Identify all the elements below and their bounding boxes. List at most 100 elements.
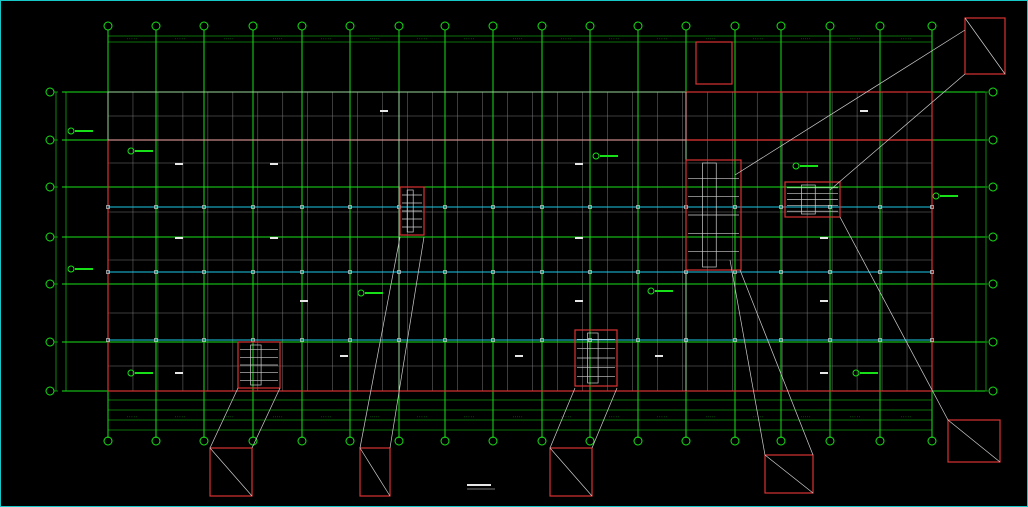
- pipe-node: [300, 205, 304, 209]
- pipe-node: [733, 338, 737, 342]
- dimension-text: ·····: [417, 415, 428, 419]
- core-outline: [399, 186, 425, 236]
- axis-bubble-bottom: [440, 436, 450, 446]
- annotation-mark: [655, 290, 673, 292]
- pipe-node: [779, 205, 783, 209]
- axis-bubble-top: [681, 21, 691, 31]
- axis-bubble-bottom: [927, 436, 937, 446]
- pipe-node: [300, 338, 304, 342]
- room-label-mark: [515, 355, 523, 357]
- room-label-mark: [575, 237, 583, 239]
- dimension-text: ·····: [321, 415, 332, 419]
- pipe-node: [636, 270, 640, 274]
- pipe-node: [636, 338, 640, 342]
- dimension-text: ·····: [417, 37, 428, 41]
- stair-core-center: [399, 186, 425, 236]
- pipe-node: [202, 270, 206, 274]
- annotation-bubble: [792, 162, 800, 170]
- core-outline: [237, 341, 281, 389]
- pipe-node: [491, 270, 495, 274]
- dimension-text: ·····: [753, 37, 764, 41]
- pipe-node: [878, 205, 882, 209]
- axis-bubble-top: [825, 21, 835, 31]
- dimension-text: ·····: [609, 415, 620, 419]
- axis-bubble-top: [730, 21, 740, 31]
- leader-line: [739, 269, 814, 456]
- axis-bubble-bottom: [875, 436, 885, 446]
- dimension-text: ·····: [127, 37, 138, 41]
- leader-line: [829, 73, 966, 191]
- room-label-mark: [175, 237, 183, 239]
- axis-bubble-bottom: [776, 436, 786, 446]
- leader-line: [734, 29, 966, 176]
- stair-core-left: [237, 341, 281, 389]
- core-outline: [784, 181, 841, 218]
- axis-bubble-top: [927, 21, 937, 31]
- pipe-node: [154, 270, 158, 274]
- detail-view-box: [947, 419, 1001, 463]
- pipe-node: [443, 270, 447, 274]
- axis-bubble-right: [988, 386, 998, 396]
- drawing-title-mark: [467, 484, 491, 486]
- annotation-mark: [75, 130, 93, 132]
- pipe-node: [828, 270, 832, 274]
- detail-view-box: [359, 447, 391, 497]
- annotation-bubble: [67, 127, 75, 135]
- pipe-node: [779, 338, 783, 342]
- axis-bubbles: [45, 21, 998, 446]
- pipe-node: [202, 338, 206, 342]
- pipe-node: [684, 338, 688, 342]
- axis-bubble-right: [988, 232, 998, 242]
- annotation-bubble: [357, 289, 365, 297]
- axis-bubble-bottom: [394, 436, 404, 446]
- room-label-mark: [380, 110, 388, 112]
- detail-diagonal: [549, 447, 593, 497]
- dimension-text: ·····: [850, 415, 861, 419]
- room-label-mark: [820, 372, 828, 374]
- axis-bubble-right: [988, 135, 998, 145]
- annotation-mark: [75, 268, 93, 270]
- axis-bubble-right: [988, 337, 998, 347]
- annotation-bubble: [852, 369, 860, 377]
- dimension-text: ·····: [464, 37, 475, 41]
- axis-bubble-top: [103, 21, 113, 31]
- stair-core-right: [574, 329, 618, 387]
- annotation-mark: [135, 150, 153, 152]
- dimension-text: ·····: [561, 37, 572, 41]
- axis-bubble-top: [488, 21, 498, 31]
- dimension-text: ·····: [901, 415, 912, 419]
- axis-bubble-bottom: [103, 436, 113, 446]
- room-label-mark: [655, 355, 663, 357]
- axis-bubble-bottom: [825, 436, 835, 446]
- detail-diagonal: [964, 17, 1006, 75]
- dimension-chains: ····· ····· ····· ····· ····· ····· ····· ·····…: [54, 34, 988, 432]
- dimension-text: ·····: [272, 37, 283, 41]
- room-label-mark: [270, 237, 278, 239]
- detail-view-box: [209, 447, 253, 497]
- pipe-node: [300, 270, 304, 274]
- pipe-node: [251, 270, 255, 274]
- pipe-node: [106, 270, 110, 274]
- axis-bubble-bottom: [297, 436, 307, 446]
- axis-bubble-bottom: [345, 436, 355, 446]
- dimension-text: ·····: [369, 37, 380, 41]
- detail-callouts: [209, 17, 1006, 497]
- axis-bubble-right: [988, 182, 998, 192]
- leader-line: [549, 387, 576, 449]
- axis-bubble-top: [875, 21, 885, 31]
- pipe-node: [733, 205, 737, 209]
- axis-bubble-left: [45, 87, 55, 97]
- room-label-mark: [340, 355, 348, 357]
- axis-bubble-bottom: [248, 436, 258, 446]
- stair-well: [587, 332, 599, 384]
- pipe-node: [251, 205, 255, 209]
- axis-bubble-right: [988, 87, 998, 97]
- axis-bubble-top: [585, 21, 595, 31]
- pipe-node: [588, 205, 592, 209]
- pipe-node: [779, 270, 783, 274]
- dimension-text: ·····: [464, 415, 475, 419]
- detail-view-box: [764, 454, 814, 494]
- axis-bubble-bottom: [681, 436, 691, 446]
- dimension-text: ·····: [369, 415, 380, 419]
